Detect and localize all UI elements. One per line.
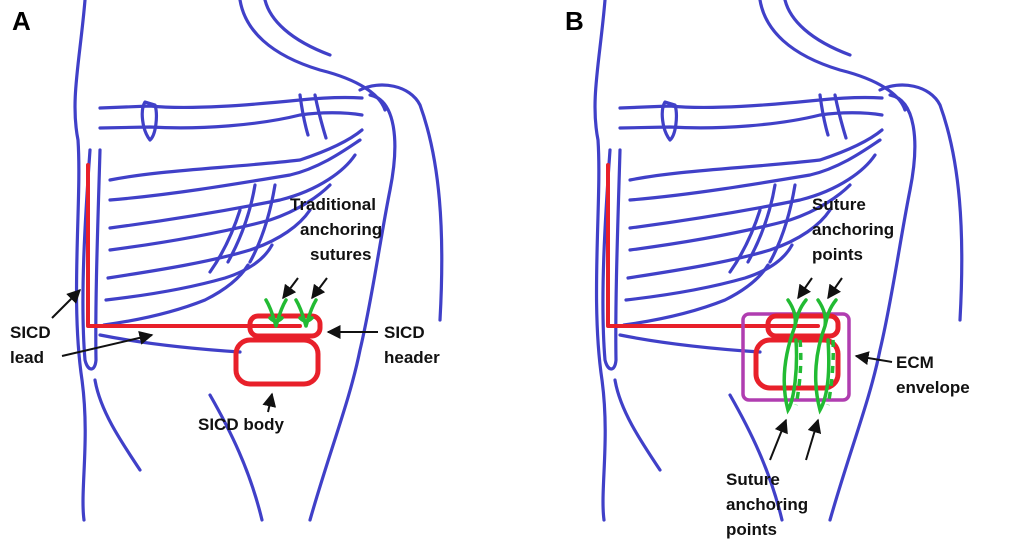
label-suture-top-line3: points (812, 245, 863, 264)
label-sicd-header-line2: header (384, 348, 440, 367)
arrow-suture-top-right (828, 278, 842, 298)
arrow-suture-bottom-left (770, 420, 786, 460)
label-ecm-line2: envelope (896, 378, 970, 397)
label-sicd-lead-line1: SICD (10, 323, 51, 342)
arrow-envelope (856, 356, 892, 362)
label-sicd-header-line1: SICD (384, 323, 425, 342)
label-suture-top-line2: anchoring (812, 220, 894, 239)
panel-a-suture-right (296, 300, 316, 326)
arrow-suture-top-left (798, 278, 812, 298)
arrow-body (268, 394, 272, 412)
label-traditional-line3: sutures (310, 245, 371, 264)
label-suture-bottom-line3: points (726, 520, 777, 539)
arrow-suture-bottom-right (806, 420, 818, 460)
panel-a-anatomy (75, 0, 442, 520)
label-traditional-line2: anchoring (300, 220, 382, 239)
panel-a-sicd-body (236, 340, 318, 384)
label-traditional-line1: Traditional (290, 195, 376, 214)
arrow-lead-lower (62, 335, 152, 356)
label-suture-bottom-line1: Suture (726, 470, 780, 489)
panel-letter-a: A (12, 6, 31, 36)
arrow-traditional-left (283, 278, 298, 298)
label-sicd-lead: SICD lead (10, 323, 51, 367)
label-ecm-envelope: ECM envelope (896, 353, 970, 397)
label-suture-top-line1: Suture (812, 195, 866, 214)
panel-a-suture-left (266, 300, 286, 326)
panel-letter-b: B (565, 6, 584, 36)
label-ecm-line1: ECM (896, 353, 934, 372)
arrow-traditional-right (312, 278, 327, 298)
label-suture-bottom: Suture anchoring points (726, 470, 808, 539)
label-sicd-header: SICD header (384, 323, 440, 367)
label-suture-bottom-line2: anchoring (726, 495, 808, 514)
label-suture-top: Suture anchoring points (812, 195, 894, 264)
panel-b-anatomy (595, 0, 962, 520)
label-sicd-body: SICD body (198, 415, 284, 434)
label-traditional-sutures: Traditional anchoring sutures (290, 195, 382, 264)
label-sicd-lead-line2: lead (10, 348, 44, 367)
